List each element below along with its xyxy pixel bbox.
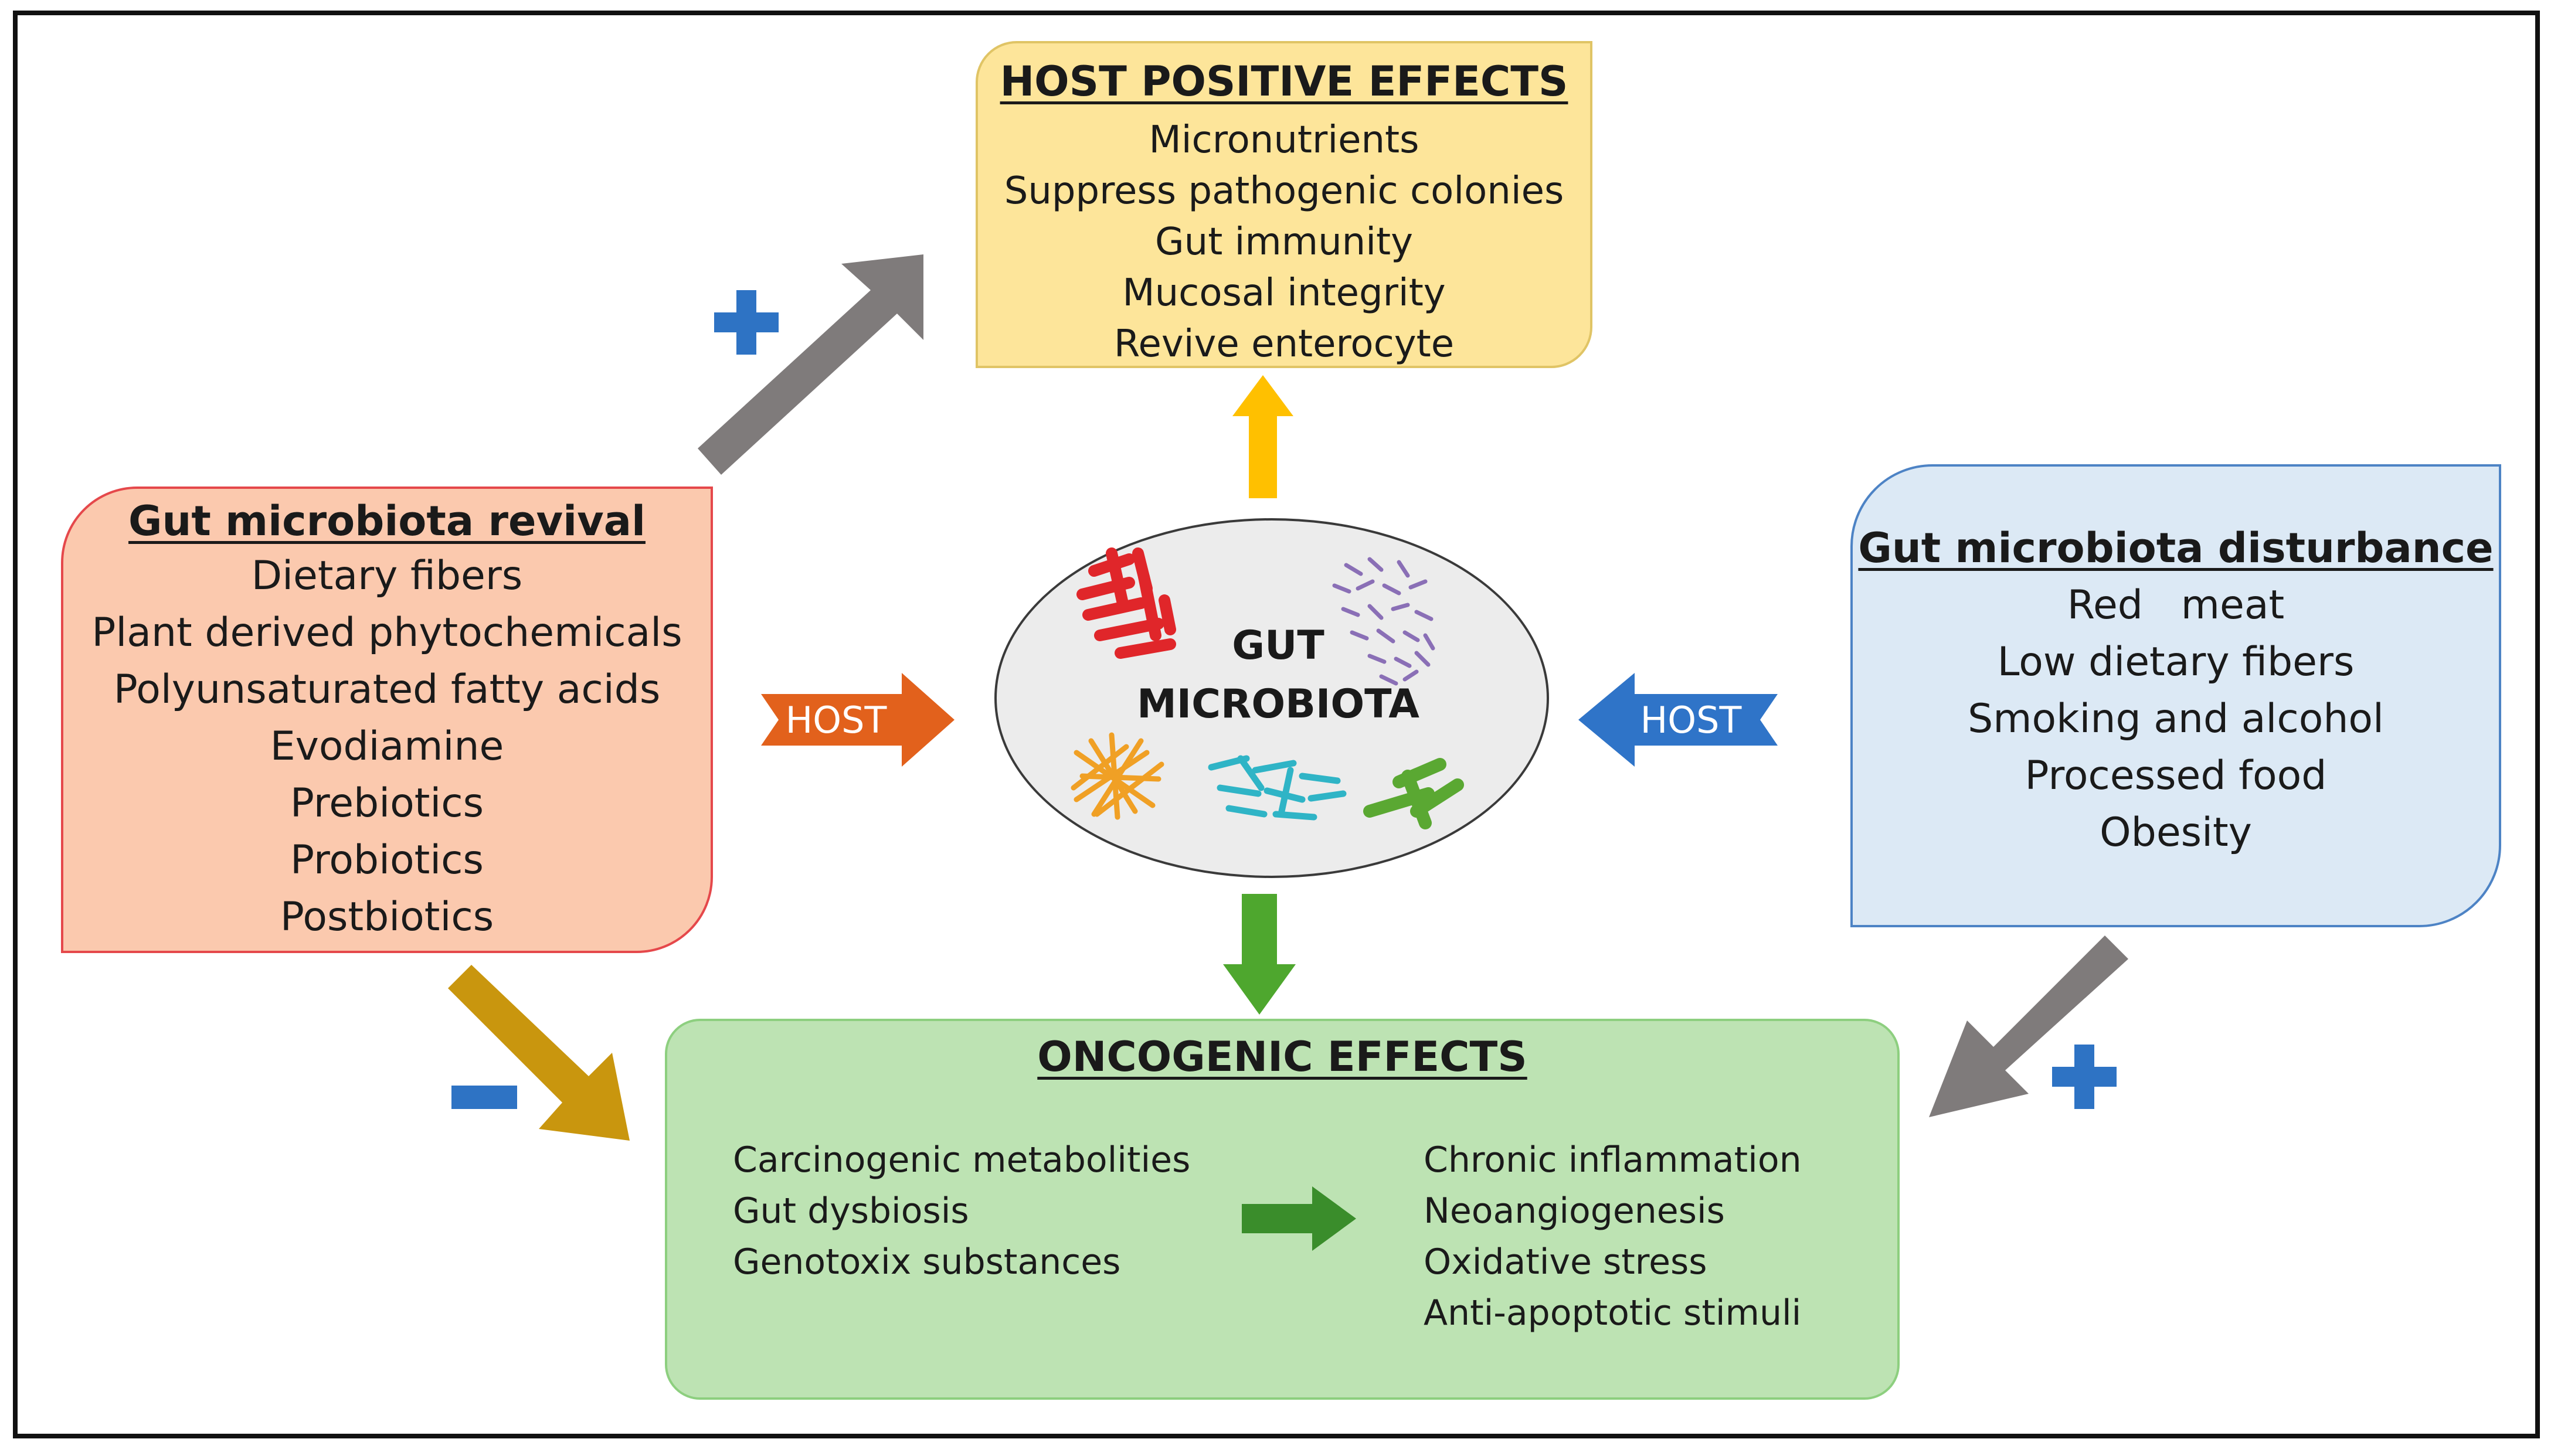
minus-sign-icon	[451, 1086, 517, 1109]
positive-effect-item: Gut immunity	[1155, 220, 1413, 264]
teal-bacteria-icon	[1208, 755, 1347, 821]
oncogenic-causes-list: Carcinogenic metabolities Gut dysbiosis …	[733, 1135, 1190, 1288]
oncogenic-effects-box: ONCOGENIC EFFECTS Carcinogenic metabolit…	[665, 1019, 1900, 1400]
plus-sign-icon	[714, 290, 779, 355]
gut-microbiota-label: GUT MICROBIOTA	[1102, 617, 1454, 734]
oncogenic-effects-list: Chronic inflammation Neoangiogenesis Oxi…	[1424, 1135, 1802, 1339]
disturbance-item: Low dietary fibers	[1997, 639, 2355, 685]
oncogenic-title: ONCOGENIC EFFECTS	[1037, 1033, 1527, 1081]
gut-label-line1: GUT	[1232, 622, 1324, 669]
revival-item: Polyunsaturated fatty acids	[113, 666, 661, 713]
right-host-label: HOST	[1640, 699, 1743, 741]
oncogenic-cause-item: Gut dysbiosis	[733, 1190, 969, 1232]
revival-item: Prebiotics	[290, 780, 484, 826]
positive-effect-item: Micronutrients	[1149, 118, 1419, 162]
orange-bacteria-icon	[1071, 732, 1164, 820]
gut-microbiota-revival-box: Gut microbiota revival Dietary fibers Pl…	[61, 487, 713, 953]
revival-title: Gut microbiota revival	[128, 497, 646, 545]
gut-label-line2: MICROBIOTA	[1137, 681, 1419, 727]
positive-effect-item: Revive enterocyte	[1113, 322, 1455, 366]
plus-sign-icon	[2052, 1045, 2117, 1109]
positive-effect-item: Mucosal integrity	[1122, 271, 1446, 315]
bacteria-illustrations	[1071, 547, 1464, 829]
revival-item: Probiotics	[290, 837, 484, 883]
host-positive-effects-title: HOST POSITIVE EFFECTS	[1000, 57, 1568, 106]
disturbance-to-oncogenic-arrow	[1929, 935, 2128, 1117]
right-host-arrow: HOST	[1578, 673, 1778, 767]
revival-to-oncogenic-arrow	[448, 965, 630, 1141]
purple-bacteria-icon	[1332, 557, 1435, 686]
left-host-label: HOST	[786, 699, 888, 741]
disturbance-item: Red meat	[2067, 582, 2285, 628]
revival-item: Plant derived phytochemicals	[91, 610, 682, 656]
oncogenic-effect-item: Chronic inflammation	[1424, 1139, 1802, 1181]
up-arrow	[1232, 375, 1293, 498]
oncogenic-cause-item: Genotoxix substances	[733, 1241, 1121, 1282]
gut-microbiota-ellipse	[994, 518, 1549, 878]
oncogenic-effect-item: Neoangiogenesis	[1424, 1190, 1725, 1232]
down-arrow	[1223, 894, 1296, 1015]
positive-effect-item: Suppress pathogenic colonies	[1004, 169, 1564, 213]
red-bacteria-icon	[1076, 547, 1176, 659]
figure-frame	[13, 11, 2540, 1438]
revival-item: Evodiamine	[270, 723, 504, 770]
oncogenic-effect-item: Oxidative stress	[1424, 1241, 1707, 1282]
disturbance-title: Gut microbiota disturbance	[1858, 524, 2494, 572]
green-bacteria-icon	[1363, 758, 1464, 829]
gut-microbiota-disturbance-box: Gut microbiota disturbance Red meat Low …	[1850, 464, 2501, 927]
disturbance-item: Smoking and alcohol	[1968, 696, 2384, 742]
oncogenic-right-arrow	[1242, 1186, 1356, 1251]
oncogenic-effect-item: Anti-apoptotic stimuli	[1424, 1292, 1802, 1333]
revival-to-positive-arrow	[698, 254, 923, 475]
disturbance-item: Obesity	[2100, 809, 2252, 856]
left-host-arrow: HOST	[761, 673, 955, 767]
host-positive-effects-box: HOST POSITIVE EFFECTS Micronutrients Sup…	[976, 41, 1592, 368]
disturbance-item: Processed food	[2025, 753, 2327, 799]
oncogenic-cause-item: Carcinogenic metabolities	[733, 1139, 1191, 1181]
revival-item: Dietary fibers	[251, 553, 523, 599]
revival-item: Postbiotics	[280, 894, 494, 940]
